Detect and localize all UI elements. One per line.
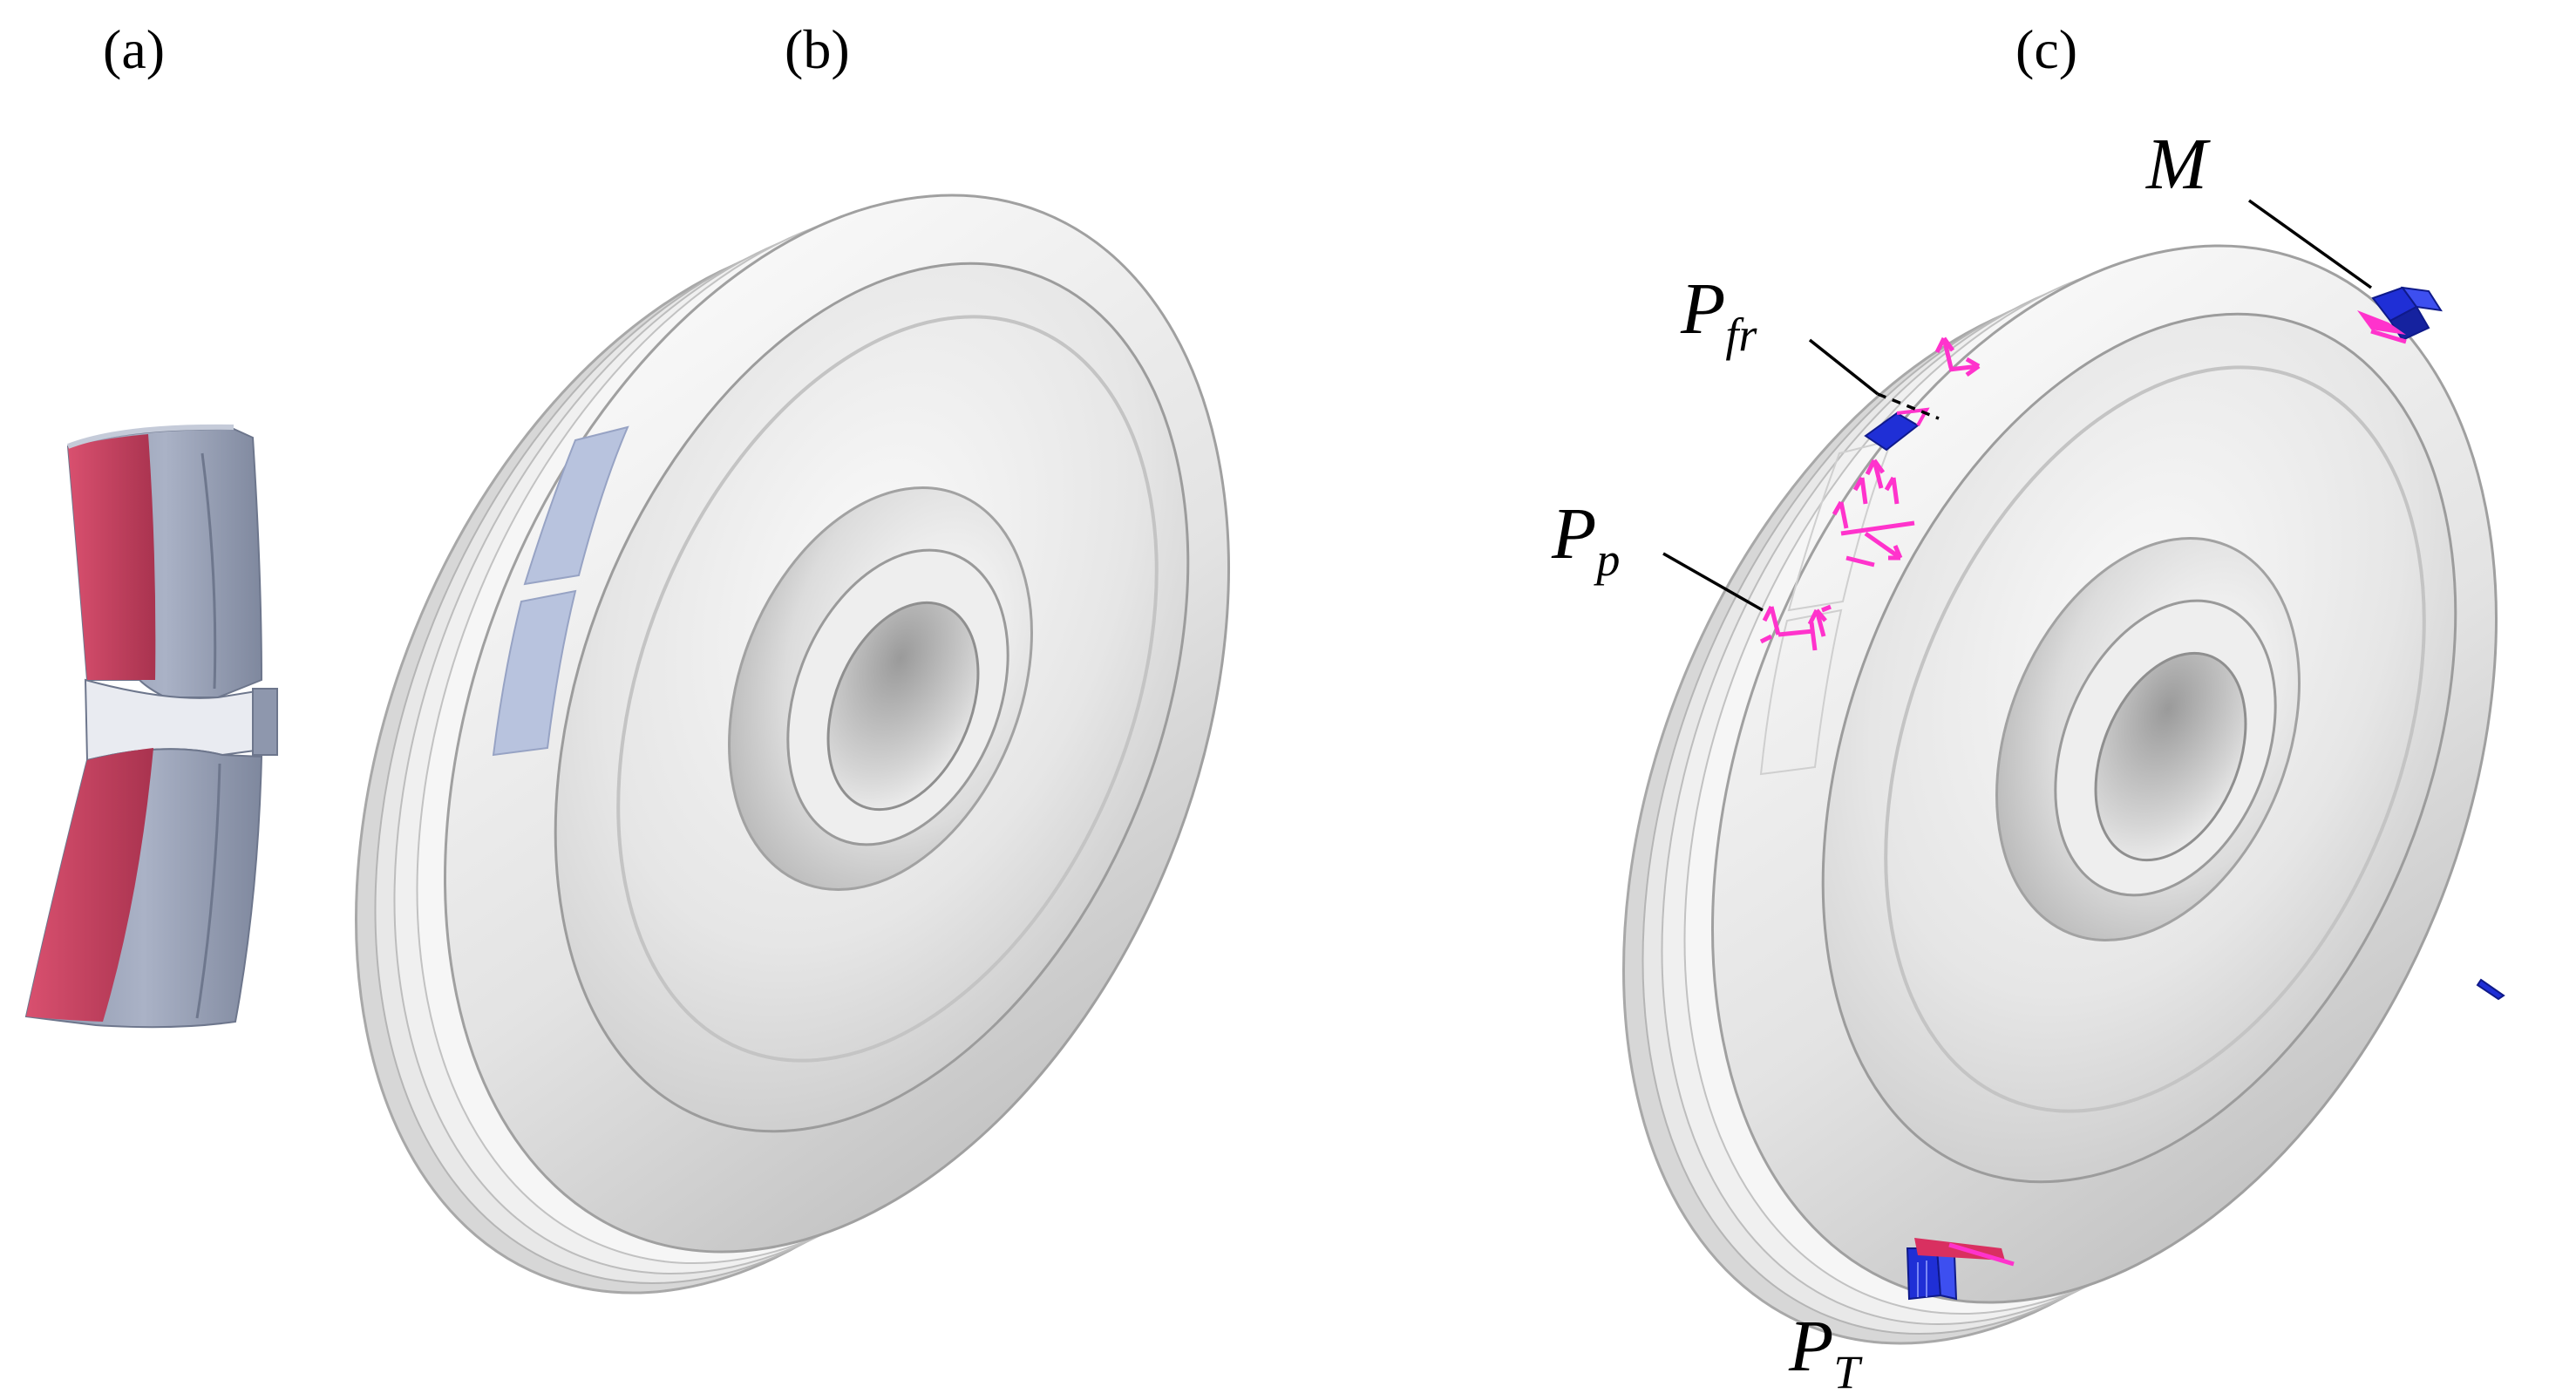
- brake-pad-top-edge: [66, 424, 234, 449]
- brake-pad-lug: [252, 688, 278, 756]
- leader-line-pp: [1662, 552, 1764, 612]
- wheel-b-contact-patch-lower: [492, 589, 577, 757]
- leader-line-m: [2247, 199, 2373, 289]
- label-pfr-main: P: [1680, 268, 1725, 350]
- wheel-c-contact-patch: [1759, 608, 1843, 776]
- moment-constraint: [2357, 286, 2443, 344]
- traction-constraint: [1906, 1238, 2015, 1301]
- brake-pad-groove: [195, 763, 221, 1019]
- wheel-c: [1622, 244, 2505, 1345]
- leader-line-pfr-dashed: [1877, 392, 1940, 420]
- pressure-load-arrows: [1759, 336, 1981, 651]
- panel-label-a: (a): [103, 18, 165, 80]
- label-pfr: Pfr: [1680, 268, 1757, 361]
- label-pp: Pp: [1551, 493, 1620, 586]
- brake-pad: [24, 424, 278, 1029]
- leader-line-pfr: [1808, 338, 1879, 396]
- side-constraint-marker: [2476, 978, 2505, 1001]
- wheel-c-disk-ring: [1884, 365, 2426, 1113]
- friction-load-marker-edge: [1896, 407, 1930, 426]
- panel-label-b: (b): [785, 18, 850, 80]
- wheel-b: [355, 194, 1230, 1295]
- leader-lines: [1662, 199, 2373, 612]
- label-pt-sub: T: [1833, 1346, 1863, 1398]
- label-pp-sub: p: [1593, 533, 1620, 586]
- wheel-b-disk-ring: [616, 315, 1159, 1063]
- panel-label-c: (c): [2015, 18, 2077, 80]
- wheel-b-contact-patch-upper: [523, 425, 629, 586]
- wheel-b-bore: [826, 601, 980, 812]
- wheel-c-bore: [2094, 651, 2247, 862]
- brake-pad-friction-lower: [26, 748, 153, 1022]
- label-pp-main: P: [1551, 493, 1596, 574]
- brake-pad-friction-upper: [68, 434, 156, 680]
- label-pt-main: P: [1788, 1306, 1833, 1387]
- label-pfr-sub: fr: [1725, 309, 1757, 361]
- brake-pad-groove: [201, 452, 217, 690]
- label-pt: PT: [1788, 1306, 1863, 1398]
- label-m: M: [2145, 124, 2211, 205]
